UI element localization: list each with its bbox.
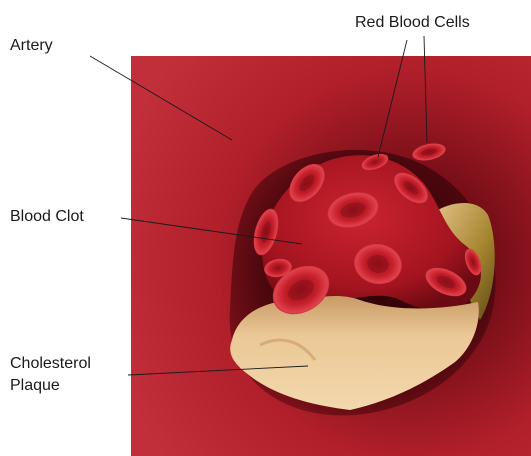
cholesterol-plaque-label-line2: Plaque: [10, 377, 60, 394]
cholesterol-plaque-label-line1: Cholesterol: [10, 355, 91, 372]
artery-label: Artery: [10, 37, 53, 54]
red-blood-cells-label: Red Blood Cells: [355, 14, 470, 31]
blood-clot-label: Blood Clot: [10, 208, 84, 225]
